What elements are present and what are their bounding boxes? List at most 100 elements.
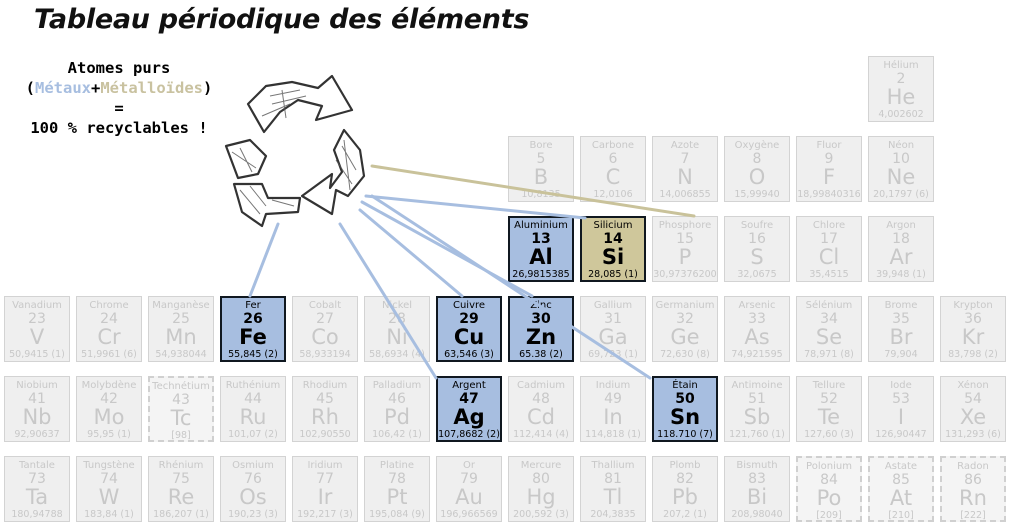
element-symbol: Sb [743,405,771,429]
element-symbol: Ir [317,485,333,509]
atomic-mass: 79,904 [884,349,918,360]
element-name: Gallium [593,300,633,311]
element-name: Fluor [816,140,842,151]
atomic-number: 24 [100,311,118,327]
element-name: Néon [887,140,915,151]
element-name: Manganèse [152,300,210,311]
element-name: Oxygène [734,140,780,151]
element-symbol: I [897,405,905,429]
connector-line [248,222,280,298]
element-symbol: Ge [670,325,700,349]
atomic-mass: [210] [888,510,914,521]
element-symbol: Tc [170,406,192,430]
element-name: Rhénium [158,460,204,471]
element-symbol: Cr [97,325,121,349]
element-symbol: Ag [453,405,485,429]
element-symbol: Xe [959,405,987,429]
atomic-mass: 14,006855 [659,189,711,200]
element-symbol: Pd [384,405,410,429]
atomic-number: 26 [243,311,263,327]
element-symbol: As [744,325,770,349]
atomic-number: 42 [100,391,118,407]
atomic-number: 82 [676,471,694,487]
connector-line [358,208,464,298]
element-name: Tellure [812,380,846,391]
element-name: Plomb [669,460,701,471]
connector-line [364,194,587,220]
atomic-number: 41 [28,391,46,407]
atomic-number: 27 [316,311,334,327]
atomic-number: 34 [820,311,838,327]
element-symbol: Pb [672,485,698,509]
element-symbol: Mo [93,405,125,429]
atomic-mass: 121,760 (1) [729,429,785,440]
element-symbol: O [748,165,766,189]
element-symbol: C [605,165,621,189]
atomic-mass: 15,99940 [734,189,780,200]
element-symbol: Pt [386,485,408,509]
element-name: Niobium [16,380,58,391]
atomic-number: 75 [172,471,190,487]
atomic-mass: 74,921595 [731,349,783,360]
element-symbol: Ar [889,245,913,269]
element-symbol: Ga [598,325,628,349]
element-name: Molybdène [81,380,137,391]
atomic-number: 16 [748,231,766,247]
atomic-mass: 30,97376200 [653,269,717,280]
atomic-number: 86 [964,472,982,488]
atomic-number: 35 [892,311,910,327]
atomic-number: 51 [748,391,766,407]
atomic-mass: 58,933194 [299,349,351,360]
atomic-number: 18 [892,231,910,247]
atomic-mass: 131,293 (6) [945,429,1001,440]
atomic-number: 6 [608,151,618,167]
atomic-number: 46 [388,391,406,407]
atomic-number: 5 [536,151,546,167]
atomic-mass: [209] [816,510,842,521]
element-name: Aluminium [514,220,568,231]
element-symbol: Sn [669,405,701,429]
element-symbol: Os [239,485,267,509]
atomic-number: 2 [896,71,906,87]
atomic-number: 81 [604,471,622,487]
atomic-number: 33 [748,311,766,327]
element-symbol: P [678,245,692,269]
element-name: Iode [890,380,912,391]
element-name: Argent [452,380,486,391]
element-symbol: Co [311,325,339,349]
atomic-mass: 195,084 (9) [369,509,425,520]
atomic-mass: 39,948 (1) [876,269,926,280]
atomic-number: 43 [172,392,190,408]
atomic-mass: 118.710 (7) [657,429,713,440]
element-name: Soufre [740,220,774,231]
atomic-mass: 63,546 (3) [444,349,494,360]
atomic-number: 79 [460,471,478,487]
element-name: Krypton [953,300,993,311]
element-symbol: B [533,165,549,189]
atomic-mass: 204,3835 [590,509,636,520]
element-name: Silicium [593,220,633,231]
atomic-number: 17 [820,231,838,247]
element-name: Ruthénium [225,380,281,391]
atomic-mass: 20,1797 (6) [873,189,929,200]
atomic-mass: 95,95 (1) [87,429,131,440]
atomic-number: 23 [28,311,46,327]
atomic-number: 45 [316,391,334,407]
